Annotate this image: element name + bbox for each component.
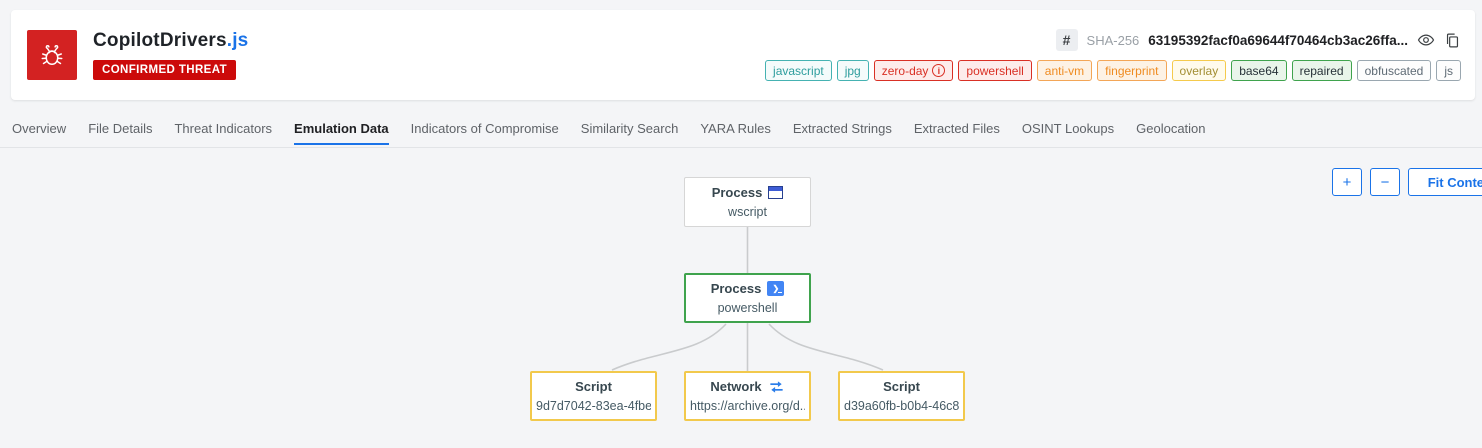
tab-yara-rules[interactable]: YARA Rules	[700, 121, 771, 136]
zoom-in-button[interactable]: +	[1332, 168, 1362, 196]
bug-icon	[41, 45, 63, 65]
tab-bar: Overview File Details Threat Indicators …	[0, 115, 1482, 148]
hash-row: # SHA-256 63195392facf0a69644f70464cb3ac…	[1055, 29, 1461, 51]
hash-symbol-chip[interactable]: #	[1055, 29, 1078, 51]
process-tree-canvas[interactable]: Process wscript Process ❯ powershell Scr…	[0, 148, 1482, 448]
tree-edges	[611, 227, 884, 371]
tag-base64[interactable]: base64	[1231, 60, 1287, 81]
tab-osint-lookups[interactable]: OSINT Lookups	[1021, 121, 1115, 136]
node-value-label: 9d7d7042-83ea-4fbe...	[536, 399, 651, 413]
tag-js[interactable]: js	[1436, 60, 1461, 81]
file-header-card: CopilotDrivers.js CONFIRMED THREAT # SHA…	[11, 10, 1475, 100]
swap-arrows-icon	[770, 380, 783, 393]
tab-geolocation[interactable]: Geolocation	[1136, 121, 1206, 136]
tab-extracted-strings[interactable]: Extracted Strings	[792, 121, 892, 136]
node-type-label: Process	[710, 281, 762, 296]
threat-verdict-badge: CONFIRMED THREAT	[93, 60, 237, 80]
diagram-controls: + − Fit Content	[1332, 168, 1482, 196]
sha256-value: 63195392facf0a69644f70464cb3ac26ffa...	[1148, 32, 1408, 48]
tab-overview[interactable]: Overview	[12, 121, 67, 136]
tree-node-script-1[interactable]: Script 9d7d7042-83ea-4fbe...	[530, 371, 657, 421]
tag-fingerprint[interactable]: fingerprint	[1097, 60, 1167, 81]
tree-node-network[interactable]: Network https://archive.org/d...	[684, 371, 811, 421]
tag-powershell[interactable]: powershell	[958, 60, 1032, 81]
tag-overlay[interactable]: overlay	[1171, 60, 1227, 81]
tree-node-script-2[interactable]: Script d39a60fb-b0b4-46c8...	[838, 371, 965, 421]
tag-anti-vm[interactable]: anti-vm	[1036, 60, 1093, 81]
zoom-out-button[interactable]: −	[1370, 168, 1400, 196]
node-value-label: d39a60fb-b0b4-46c8...	[844, 399, 959, 413]
tag-obfuscated[interactable]: obfuscated	[1356, 60, 1432, 81]
malware-icon-box	[27, 30, 77, 80]
node-type-label: Process	[711, 185, 763, 200]
window-icon	[768, 186, 784, 199]
tab-threat-indicators[interactable]: Threat Indicators	[174, 121, 273, 136]
tab-file-details[interactable]: File Details	[88, 121, 153, 136]
powershell-icon: ❯	[767, 281, 785, 296]
node-type-label: Network	[710, 379, 762, 394]
node-type-label: Script	[883, 379, 920, 394]
file-name: CopilotDrivers	[93, 30, 227, 51]
header-right: # SHA-256 63195392facf0a69644f70464cb3ac…	[765, 29, 1461, 81]
tab-similarity-search[interactable]: Similarity Search	[580, 121, 679, 136]
node-value-label: https://archive.org/d...	[690, 399, 805, 413]
fit-content-button[interactable]: Fit Content	[1408, 168, 1482, 196]
info-circle-icon: i	[932, 64, 946, 77]
eye-icon[interactable]	[1417, 31, 1435, 49]
title-block: CopilotDrivers.js CONFIRMED THREAT	[93, 30, 248, 80]
tree-node-wscript[interactable]: Process wscript	[684, 177, 811, 227]
tab-indicators-of-compromise[interactable]: Indicators of Compromise	[410, 121, 559, 136]
node-value-label: powershell	[717, 301, 778, 315]
file-extension: .js	[226, 30, 249, 51]
hash-type-label: SHA-256	[1086, 32, 1140, 48]
node-type-label: Script	[575, 379, 612, 394]
copy-icon[interactable]	[1444, 32, 1461, 49]
tag-javascript[interactable]: javascript	[765, 60, 832, 81]
node-value-label: wscript	[728, 205, 767, 219]
tab-emulation-data[interactable]: Emulation Data	[294, 115, 389, 145]
tag-jpg[interactable]: jpg	[836, 60, 869, 81]
page-title: CopilotDrivers.js	[93, 30, 248, 52]
tag-repaired[interactable]: repaired	[1291, 60, 1352, 81]
tree-node-powershell[interactable]: Process ❯ powershell	[684, 273, 811, 323]
tab-extracted-files[interactable]: Extracted Files	[913, 121, 1000, 136]
